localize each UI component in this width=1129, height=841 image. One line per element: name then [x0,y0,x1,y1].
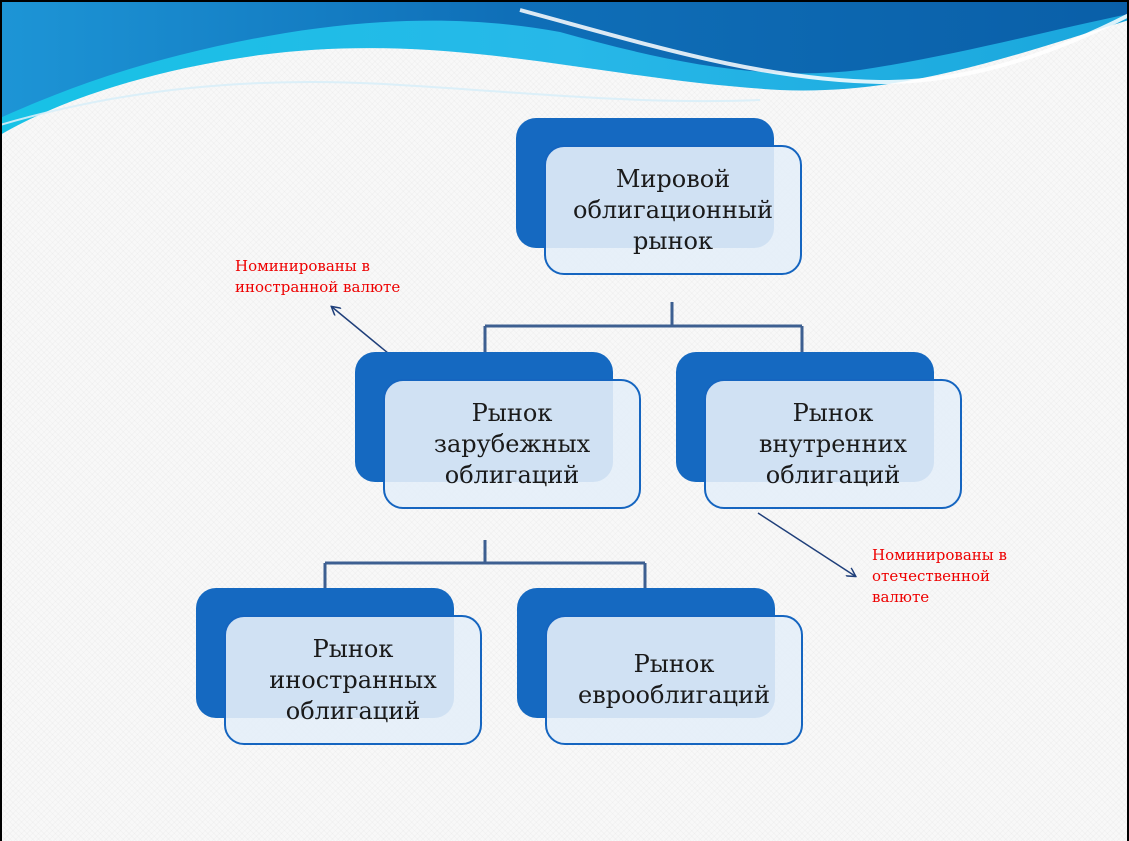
node-label: Рынок еврооблигаций [578,650,770,709]
node-front-panel: Мировой облигационный рынок [544,145,802,275]
header-wave-decoration [0,0,1129,135]
node-front-panel: Рынок иностранных облигаций [224,615,482,745]
frame-line-left [0,0,2,841]
node-front-panel: Рынок зарубежных облигаций [383,379,641,509]
frame-line-right [1127,0,1129,841]
node-label: Рынок зарубежных облигаций [433,398,591,489]
node-label: Мировой облигационный рынок [573,164,773,255]
node-label: Рынок внутренних облигаций [759,398,907,489]
annotation-foreign-currency: Номинированы в иностранной валюте [235,257,401,296]
annotation-domestic-currency: Номинированы в отечественной валюте [872,546,1007,606]
node-front-panel: Рынок внутренних облигаций [704,379,962,509]
frame-line-top [0,0,1129,2]
arrow-to-domestic-currency-note [757,512,855,576]
node-front-panel: Рынок еврооблигаций [545,615,803,745]
node-label: Рынок иностранных облигаций [269,634,437,725]
